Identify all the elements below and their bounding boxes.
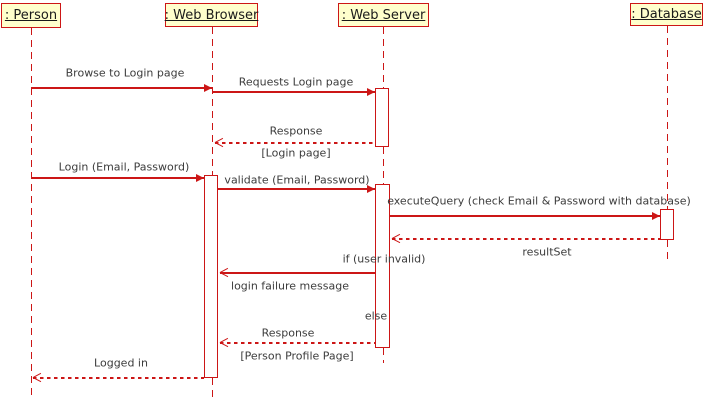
lifeline-web-browser [211,378,213,400]
actor-box-person: : Person [1,3,61,28]
message-label-requests-login: Requests Login page [238,75,354,89]
arrowhead-execute-query [652,211,660,220]
lifeline-web-server [382,348,384,363]
arrowhead-login-credentials [196,173,204,182]
message-line-browse-to-login [31,87,212,89]
arrowhead-validate [367,184,375,193]
message-line-logged-in [33,377,204,379]
message-label-login-failure: login failure message [231,279,349,293]
activation-bar-web-browser-1 [204,175,218,378]
message-line-result-set [392,238,660,240]
actor-box-web-server: : Web Server [338,3,429,27]
message-label-execute-query: executeQuery (check Email & Password wit… [387,194,691,208]
activation-bar-web-server-2 [375,184,390,348]
message-label-result-set: resultSet [522,245,572,259]
message-label-login-credentials: Login (Email, Password) [58,160,190,174]
message-label-response-login: Response [269,124,323,138]
message-label-response-profile: Response [261,326,315,340]
message-line-login-failure [220,272,375,274]
message-label-logged-in: Logged in [94,356,148,370]
actor-box-database: : Database [630,3,703,26]
message-line-response-profile [220,342,375,344]
lifeline-person [30,28,32,400]
message-line-execute-query [390,215,660,217]
activation-bar-database-1 [660,209,674,240]
message-label-validate: validate (Email, Password) [224,173,370,187]
lifeline-web-browser [211,27,213,175]
message-line-validate [218,188,375,190]
lifeline-database [666,240,668,262]
activation-bar-web-server-1 [375,88,389,147]
message-label-response-profile: [Person Profile Page] [240,349,354,363]
message-label-login-failure: if (user invalid) [342,252,426,266]
message-label-response-profile: else [364,309,388,323]
lifeline-database [666,26,668,209]
message-label-response-login: [Login page] [261,146,331,160]
message-line-login-credentials [31,177,204,179]
message-line-requests-login [212,91,375,93]
message-label-browse-to-login: Browse to Login page [65,66,185,80]
lifeline-web-server [382,27,384,88]
arrowhead-requests-login [367,87,375,96]
actor-box-web-browser: : Web Browser [165,3,258,27]
message-line-response-login [215,142,375,144]
lifeline-web-server [382,147,384,184]
arrowhead-browse-to-login [204,83,212,92]
